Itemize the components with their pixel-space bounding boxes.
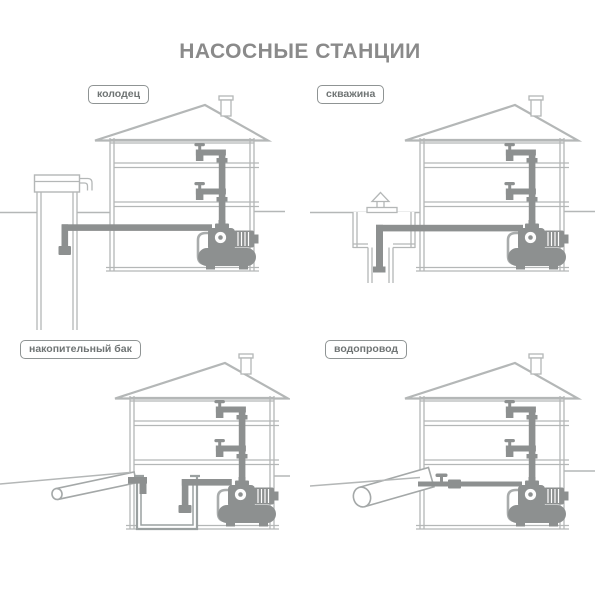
service-pipe bbox=[418, 473, 522, 489]
diagram-borehole bbox=[310, 95, 595, 283]
suction-pipe bbox=[178, 479, 232, 513]
riser-pipe bbox=[526, 407, 538, 479]
label-well: колодец bbox=[88, 85, 150, 105]
suction-pipe bbox=[58, 224, 212, 255]
borehole-casing bbox=[367, 247, 394, 283]
label-water-main: водопровод bbox=[325, 340, 408, 360]
ground-line bbox=[0, 471, 290, 485]
diagram-water-main bbox=[310, 353, 595, 531]
label-borehole: скважина bbox=[317, 85, 385, 105]
diagram-well bbox=[0, 95, 285, 330]
inlet-spout-pipe bbox=[128, 477, 147, 494]
suction-pipe bbox=[373, 224, 523, 273]
vent-arrow-icon bbox=[370, 191, 391, 208]
foot-strainer-icon bbox=[178, 505, 192, 513]
label-storage-tank: накопительный бак bbox=[20, 340, 141, 360]
valve-handle-icon bbox=[435, 473, 448, 477]
borehole-pipe-tip bbox=[373, 266, 386, 273]
riser-pipe bbox=[236, 407, 248, 479]
diagram-storage-tank bbox=[0, 353, 290, 531]
riser-pipe bbox=[216, 150, 228, 222]
pipe-coupling-icon bbox=[448, 479, 461, 489]
riser-pipe bbox=[526, 150, 538, 222]
ground-line bbox=[310, 470, 595, 487]
foot-valve-icon bbox=[58, 246, 71, 255]
well-overflow-pipe bbox=[79, 177, 93, 191]
page-title: НАСОСНЫЕ СТАНЦИИ bbox=[179, 40, 421, 63]
